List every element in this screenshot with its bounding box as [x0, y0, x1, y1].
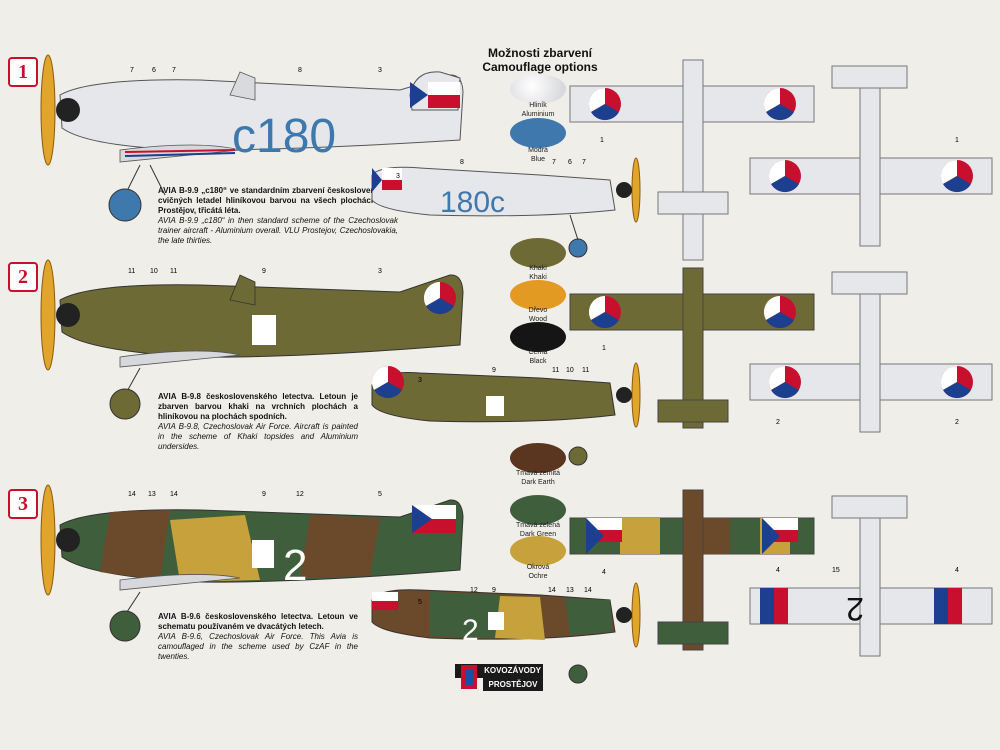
svg-text:11: 11 [582, 367, 589, 374]
heading-cz: Možnosti zbarvení [487, 46, 592, 60]
colour-options-heading: Možnosti zbarvení Camouflage options [440, 46, 640, 74]
variant-2-description: AVIA B-9.8 československého letectva. Le… [158, 392, 358, 451]
svg-text:7: 7 [130, 67, 134, 74]
variant-badge-1: 1 [8, 57, 38, 87]
svg-text:8: 8 [460, 159, 464, 166]
svg-text:8: 8 [298, 67, 302, 74]
logo-mark-inner [465, 669, 473, 685]
svg-text:2: 2 [955, 419, 959, 426]
svg-text:4: 4 [602, 569, 606, 576]
v2-small-side-view: 9 11 10 11 3 [371, 362, 641, 466]
v3-underwing-code: 2 [846, 591, 864, 627]
svg-text:5: 5 [378, 491, 382, 498]
v2-top-view: 1 [569, 267, 815, 429]
svg-text:14: 14 [128, 491, 136, 498]
heading-en: Camouflage options [482, 60, 598, 74]
swatch-black [510, 322, 566, 352]
v3-bottom-view: 2 4 15 4 [749, 495, 993, 657]
svg-text:3: 3 [418, 377, 422, 384]
v3-fuselage-code: 2 [283, 541, 307, 590]
svg-text:11: 11 [170, 268, 177, 275]
svg-text:1: 1 [602, 345, 606, 352]
swatch-aluminium [510, 74, 566, 104]
svg-text:3: 3 [396, 173, 400, 180]
svg-text:9: 9 [262, 491, 266, 498]
svg-text:9: 9 [262, 268, 266, 275]
v2-side-view: 11 10 11 9 3 [40, 259, 464, 420]
svg-text:1: 1 [600, 137, 604, 144]
svg-text:7: 7 [582, 159, 586, 166]
svg-text:14: 14 [170, 491, 178, 498]
v3-small-side-view: 2 12 9 14 13 14 5 [371, 582, 641, 684]
v1-small-code: 180c [440, 186, 505, 219]
variant-badge-2: 2 [8, 262, 38, 292]
svg-text:12: 12 [296, 491, 304, 498]
v3-top-view: 4 [569, 489, 815, 651]
swatch-blue [510, 118, 566, 148]
svg-text:3: 3 [378, 268, 382, 275]
swatch-ochre [510, 536, 566, 566]
svg-text:7: 7 [172, 67, 176, 74]
v1-side-view: c180 7 6 7 8 3 [40, 54, 464, 222]
svg-text:7: 7 [552, 159, 556, 166]
logo-line-1: KOVOZÁVODY [455, 664, 543, 678]
variant-1-description: AVIA B-9.9 „c180“ ve standardním zbarven… [158, 186, 398, 245]
svg-text:2: 2 [776, 419, 780, 426]
svg-text:9: 9 [492, 587, 496, 594]
svg-text:13: 13 [566, 587, 574, 594]
svg-text:6: 6 [568, 159, 572, 166]
svg-text:15: 15 [832, 567, 840, 574]
variant-3-description: AVIA B-9.6 československého letectva. Le… [158, 612, 358, 661]
logo-line-2: PROSTĚJOV [483, 678, 543, 691]
svg-text:6: 6 [152, 67, 156, 74]
svg-text:12: 12 [470, 587, 478, 594]
svg-text:10: 10 [566, 367, 574, 374]
svg-text:5: 5 [418, 599, 422, 606]
svg-text:1: 1 [955, 137, 959, 144]
v3-side-view: 2 14 13 14 9 12 5 [40, 484, 464, 642]
svg-text:13: 13 [148, 491, 156, 498]
swatch-dark-earth [510, 443, 566, 473]
svg-text:14: 14 [584, 587, 592, 594]
svg-text:4: 4 [776, 567, 780, 574]
v1-fuselage-code: c180 [232, 110, 336, 163]
svg-text:11: 11 [552, 367, 559, 374]
svg-text:10: 10 [150, 268, 158, 275]
v2-bottom-view: 2 2 [749, 271, 993, 433]
svg-text:3: 3 [378, 67, 382, 74]
swatch-wood [510, 280, 566, 310]
v3-small-code: 2 [462, 614, 479, 647]
v1-small-side-view: 180c 8 7 6 7 3 [371, 157, 641, 258]
kovozavody-logo: KOVOZÁVODY PROSTĚJOV [455, 664, 543, 692]
swatch-khaki [510, 238, 566, 268]
svg-text:11: 11 [128, 268, 135, 275]
v1-top-view: 1 [569, 59, 815, 261]
svg-text:9: 9 [492, 367, 496, 374]
v1-bottom-view: 1 [749, 65, 993, 247]
variant-badge-3: 3 [8, 489, 38, 519]
swatch-dark-green [510, 495, 566, 525]
svg-text:4: 4 [955, 567, 959, 574]
svg-text:14: 14 [548, 587, 556, 594]
